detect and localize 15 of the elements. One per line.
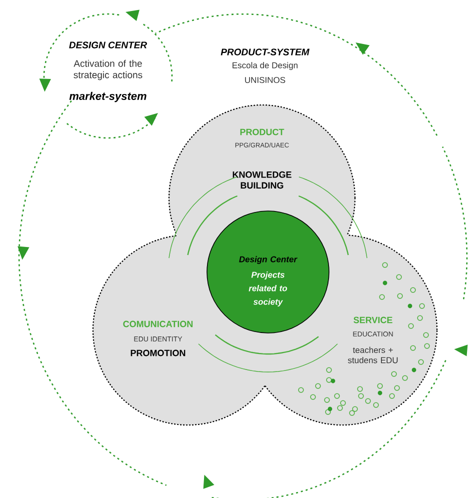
heading: COMUNICATION [123,320,193,328]
text: teachers + studens EDU [348,346,398,364]
heading: Design Center [239,256,298,264]
heading: PRODUCT [240,128,284,136]
text: PROMOTION [130,350,186,356]
center-circle [206,210,330,334]
label: UNISINOS [245,77,286,83]
label: PRODUCT-SYSTEM [220,48,310,56]
label: Escola de Design [232,62,298,70]
heading: SERVICE [354,316,392,324]
label: market-system [69,92,146,102]
text: Projects related to society [248,272,288,306]
label: Activation of the strategic actions [74,60,142,80]
text: KNOWLEDGE BUILDING [232,171,292,189]
label: DESIGN CENTER [69,42,147,48]
